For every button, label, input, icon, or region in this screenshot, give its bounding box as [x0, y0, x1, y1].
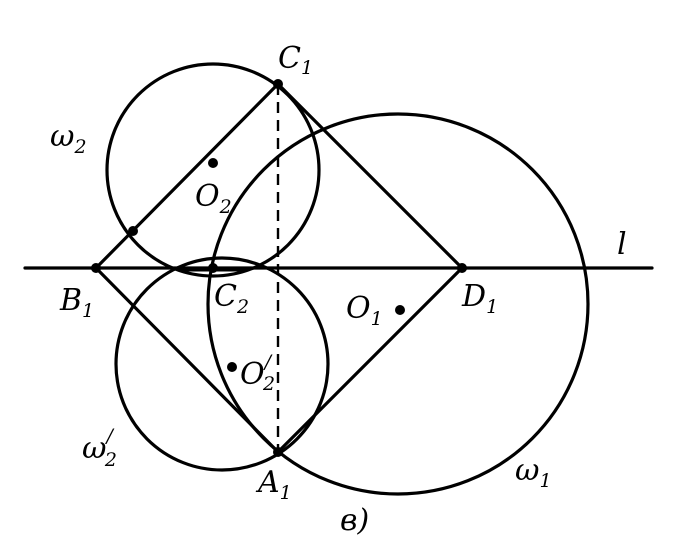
label-a1: A1 — [255, 465, 292, 504]
circle-omega-1 — [206, 112, 590, 496]
point-o1 — [395, 305, 405, 315]
label-c1: C1 — [278, 41, 313, 79]
point-a1 — [273, 447, 283, 457]
label-l: l — [617, 227, 627, 262]
point-o2-prime — [227, 362, 237, 372]
label-d1: D1 — [461, 279, 498, 318]
label-omega-1: ω1 — [515, 453, 552, 492]
label-o2: O2 — [195, 179, 232, 218]
label-omega-2-prime: ω/2 — [82, 425, 117, 471]
point-o2 — [208, 158, 218, 168]
point-d1 — [457, 263, 467, 273]
label-omega-2: ω2 — [50, 119, 87, 158]
point-intersection-b1c1-omega2 — [128, 226, 138, 236]
label-c2: C2 — [214, 279, 249, 318]
point-c1 — [273, 79, 283, 89]
figure-caption: в) — [340, 503, 369, 538]
circle-omega-2-prime — [114, 256, 330, 472]
label-o1: O1 — [346, 291, 383, 330]
circle-omega-2 — [105, 62, 321, 278]
label-b1: B1 — [59, 283, 94, 322]
label-o2-prime: O/2 — [240, 351, 275, 395]
point-c2 — [208, 263, 218, 273]
point-b1 — [91, 263, 101, 273]
